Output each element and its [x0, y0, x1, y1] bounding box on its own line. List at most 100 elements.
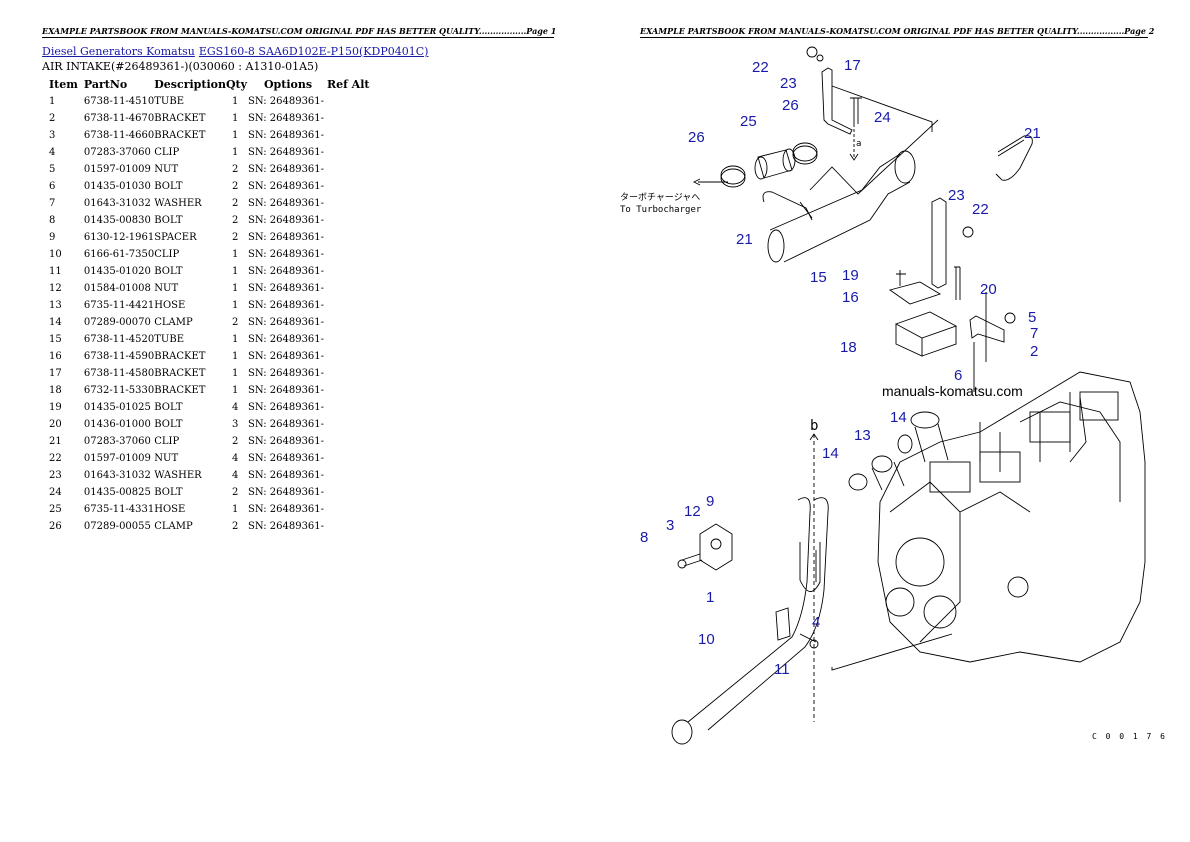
cell-refalt — [327, 501, 387, 518]
cell-item: 2 — [49, 113, 56, 124]
cell-options: SN: 26489361- — [247, 130, 325, 141]
cell-partno: 6130-12-1961 — [83, 232, 155, 243]
callout-label: 12 — [684, 503, 701, 520]
cell-description: HOSE — [154, 300, 186, 311]
callout-label: 23 — [780, 75, 797, 92]
cell-item: 10 — [49, 249, 62, 260]
cell-partno: 6738-11-4660 — [83, 130, 155, 141]
cell-partno: 6735-11-4421 — [83, 300, 155, 311]
callout-label: 25 — [740, 113, 757, 130]
cell-partno: 6738-11-4590 — [83, 351, 155, 362]
diagram-reference-code: C 0 0 1 7 6 1 9 — [1092, 732, 1170, 741]
cell-partno: 07283-37060 — [83, 147, 151, 158]
cell-qty: 4 — [231, 470, 239, 481]
callout-label: 20 — [980, 281, 997, 298]
cell-refalt — [327, 93, 387, 110]
cell-description: BRACKET — [154, 385, 206, 396]
cell-partno: 01435-01025 — [83, 402, 151, 413]
callout-label: 14 — [822, 445, 839, 462]
callout-label: 4 — [812, 614, 820, 631]
cell-qty: 2 — [231, 215, 239, 226]
cell-item: 20 — [49, 419, 62, 430]
table-header-row: Item PartNo Description Qty Options Ref … — [42, 76, 387, 93]
cell-options: SN: 26489361- — [247, 317, 325, 328]
cell-description: BOLT — [154, 402, 183, 413]
callout-label: 7 — [1030, 325, 1038, 342]
cell-options: SN: 26489361- — [247, 181, 325, 192]
cell-qty: 1 — [231, 300, 239, 311]
callout-label: 21 — [1024, 125, 1041, 142]
callout-label: 1 — [706, 589, 714, 606]
cell-refalt — [327, 161, 387, 178]
cell-options: SN: 26489361- — [247, 113, 325, 124]
cell-refalt — [327, 178, 387, 195]
section-title: AIR INTAKE(#26489361-)(030060 : A1310-01… — [42, 60, 319, 73]
cell-description: CLIP — [154, 249, 180, 260]
cell-item: 9 — [49, 232, 56, 243]
cell-refalt — [327, 450, 387, 467]
diagram-linework — [671, 46, 1146, 745]
cell-partno: 01435-01030 — [83, 181, 151, 192]
cell-qty: 1 — [231, 351, 239, 362]
cell-partno: 01435-00825 — [83, 487, 151, 498]
cell-description: NUT — [154, 283, 179, 294]
cell-refalt — [327, 110, 387, 127]
cell-qty: 1 — [231, 113, 239, 124]
cell-partno: 6166-61-7350 — [83, 249, 155, 260]
cell-partno: 01435-01020 — [83, 266, 151, 277]
cell-partno: 01584-01008 — [83, 283, 151, 294]
callout-label: 22 — [752, 59, 769, 76]
cell-partno: 01436-01000 — [83, 419, 151, 430]
cell-qty: 2 — [231, 198, 239, 209]
col-item-header: Item — [49, 78, 78, 91]
header-divider-left — [42, 37, 554, 38]
cell-refalt — [327, 331, 387, 348]
cell-qty: 1 — [231, 504, 239, 515]
cell-description: TUBE — [154, 96, 185, 107]
breadcrumb-category-link[interactable]: Diesel Generators Komatsu — [42, 45, 195, 58]
cell-item: 5 — [49, 164, 56, 175]
cell-options: SN: 26489361- — [247, 147, 325, 158]
cell-description: BOLT — [154, 266, 183, 277]
cell-refalt — [327, 246, 387, 263]
cell-refalt — [327, 144, 387, 161]
cell-qty: 2 — [231, 232, 239, 243]
callout-label: 5 — [1028, 309, 1036, 326]
cell-options: SN: 26489361- — [247, 232, 325, 243]
cell-refalt — [327, 365, 387, 382]
cell-item: 4 — [49, 147, 56, 158]
cell-description: BRACKET — [154, 351, 206, 362]
col-description-header: Description — [154, 78, 226, 91]
cell-qty: 3 — [231, 419, 239, 430]
cell-item: 11 — [49, 266, 62, 277]
cell-options: SN: 26489361- — [247, 419, 325, 430]
cell-options: SN: 26489361- — [247, 385, 325, 396]
cell-description: CLAMP — [154, 317, 193, 328]
cell-options: SN: 26489361- — [247, 283, 325, 294]
cell-options: SN: 26489361- — [247, 198, 325, 209]
callout-label: 6 — [954, 367, 962, 384]
cell-options: SN: 26489361- — [247, 402, 325, 413]
cell-refalt — [327, 212, 387, 229]
breadcrumb-model-link[interactable]: EGS160-8 SAA6D102E-P150(KDP0401C) — [198, 45, 429, 58]
cell-item: 14 — [49, 317, 62, 328]
cell-refalt — [327, 263, 387, 280]
cell-qty: 4 — [231, 453, 239, 464]
cell-qty: 2 — [231, 436, 239, 447]
cell-refalt — [327, 467, 387, 484]
cell-description: WASHER — [154, 198, 202, 209]
cell-description: TUBE — [154, 334, 185, 345]
callout-label: 8 — [640, 529, 648, 546]
cell-partno: 6738-11-4510 — [83, 96, 155, 107]
